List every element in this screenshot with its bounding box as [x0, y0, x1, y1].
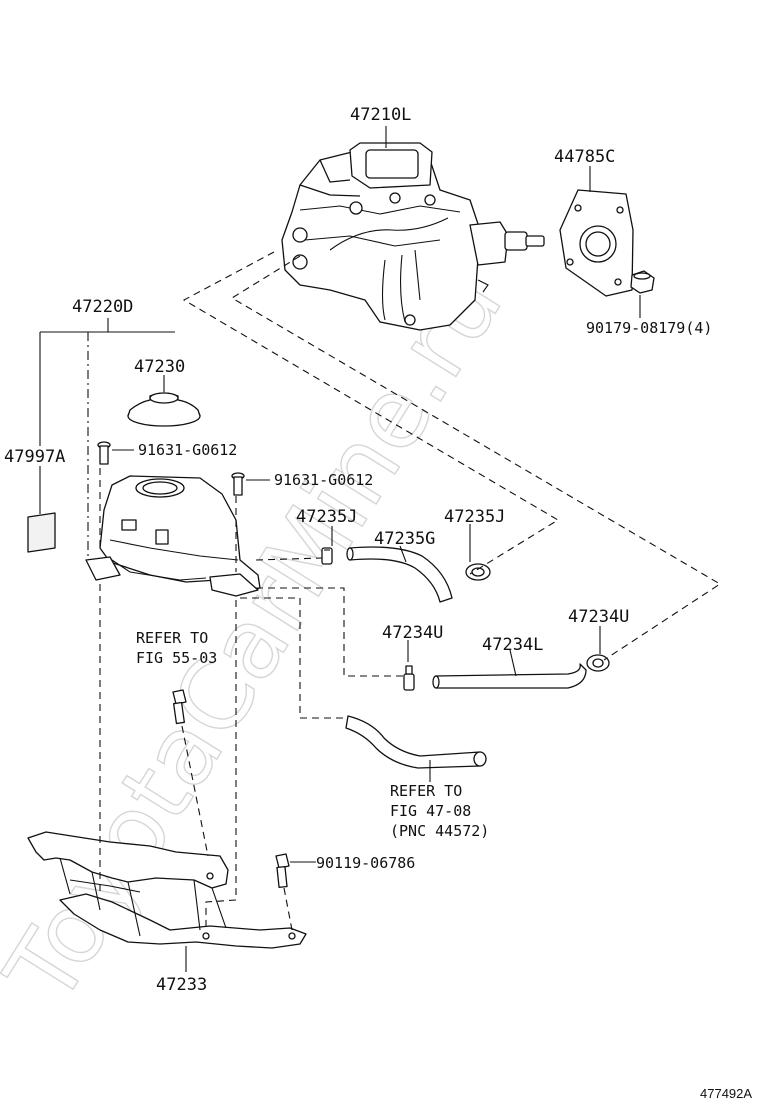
- refer-note-fig-55-03[interactable]: REFER TO FIG 55-03: [136, 629, 217, 667]
- refer-47-line3: (PNC 44572): [390, 822, 489, 840]
- label-47997A: 47997A: [4, 447, 65, 467]
- label-90179-08179: 90179-08179(4): [586, 319, 712, 337]
- bracket-bolt-right[interactable]: [275, 853, 290, 889]
- refer-55-line1: REFER TO: [136, 629, 208, 647]
- hose-47235G[interactable]: [346, 546, 453, 603]
- reservoir-bolt-left[interactable]: [97, 441, 111, 465]
- label-91631-G0612-a: 91631-G0612: [138, 441, 237, 459]
- label-47235J-right: 47235J: [444, 507, 505, 527]
- reference-lines: [87, 251, 722, 931]
- label-47234U-right: 47234U: [568, 607, 629, 627]
- reservoir-cap[interactable]: [127, 392, 201, 427]
- refer-55-line2: FIG 55-03: [136, 649, 217, 667]
- label-90119-06786: 90119-06786: [316, 854, 415, 872]
- hose-47234L[interactable]: [432, 663, 587, 689]
- label-47230: 47230: [134, 357, 185, 377]
- leader-lines: [39, 126, 641, 972]
- reservoir-tank[interactable]: [85, 475, 261, 597]
- brake-actuator-assembly[interactable]: [281, 142, 545, 331]
- gasket-plate[interactable]: [559, 189, 634, 297]
- label-47210L: 47210L: [350, 105, 411, 125]
- bracket-bolt-left[interactable]: [172, 689, 187, 725]
- hose-44572[interactable]: [345, 715, 487, 769]
- nut[interactable]: [630, 270, 655, 294]
- clip-47234U-right[interactable]: [586, 654, 610, 672]
- refer-47-line2: FIG 47-08: [390, 802, 471, 820]
- reservoir-bolt-right[interactable]: [231, 472, 245, 496]
- label-47234U-left: 47234U: [382, 623, 443, 643]
- reservoir-bracket[interactable]: [27, 831, 307, 949]
- label-47220D: 47220D: [72, 297, 133, 317]
- label-91631-G0612-b: 91631-G0612: [274, 471, 373, 489]
- clip-47235J-left[interactable]: [321, 547, 333, 565]
- label-44785C: 44785C: [554, 147, 615, 167]
- figure-id: 477492A: [700, 1086, 752, 1101]
- label-47234L: 47234L: [482, 635, 543, 655]
- caution-label-plate[interactable]: [27, 512, 56, 553]
- label-47235J-left: 47235J: [296, 507, 357, 527]
- refer-47-line1: REFER TO: [390, 782, 462, 800]
- refer-note-fig-47-08[interactable]: REFER TO FIG 47-08 (PNC 44572): [390, 782, 489, 840]
- label-47233: 47233: [156, 975, 207, 995]
- label-47235G: 47235G: [374, 529, 435, 549]
- part-labels: 47210L 44785C 90179-08179(4) 47220D 4723…: [4, 105, 712, 995]
- clip-47234U-left[interactable]: [403, 665, 415, 691]
- clip-47235J-right[interactable]: [465, 563, 491, 581]
